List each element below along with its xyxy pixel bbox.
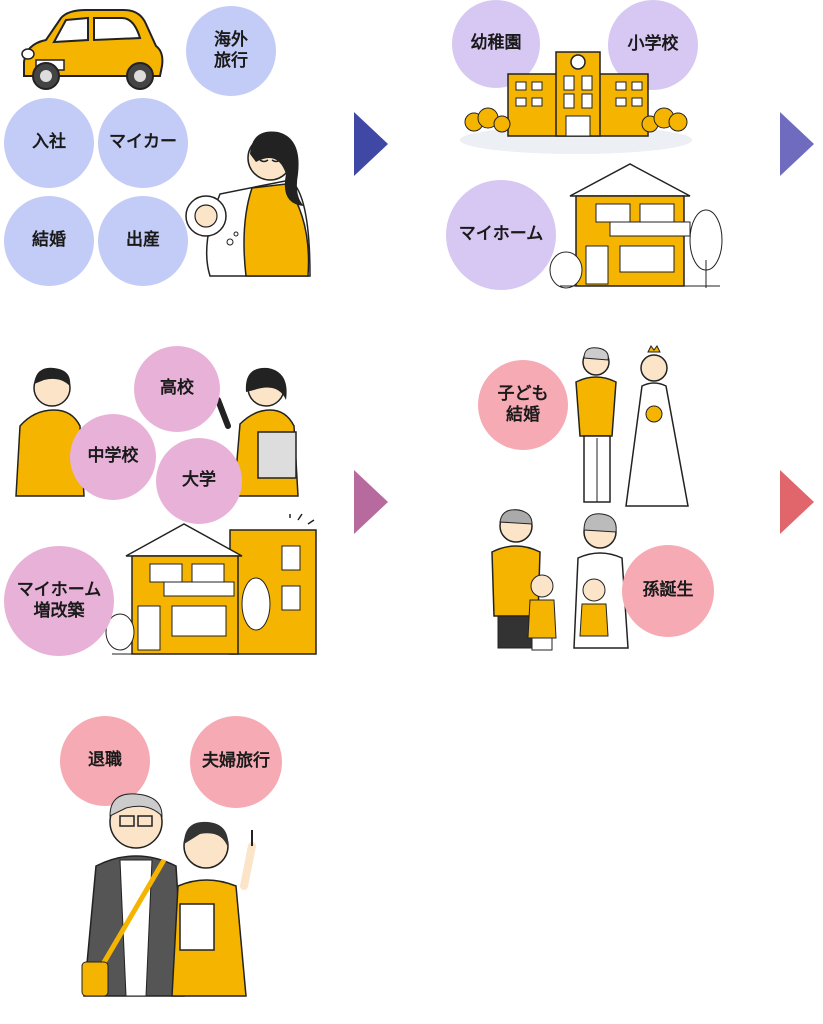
bubble-my-home: マイホーム	[446, 180, 556, 290]
bubble-childbirth: 出産	[98, 196, 188, 286]
bubble-high-school: 高校	[134, 346, 220, 432]
pregnant-woman-illustration	[185, 131, 311, 277]
bubble-overseas-trip: 海外 旅行	[186, 6, 276, 96]
arrow-stage-4	[780, 470, 814, 534]
bubble-elementary-school: 小学校	[608, 0, 698, 90]
bubble-child-marriage: 子ども 結婚	[478, 360, 568, 450]
students-illustration	[15, 367, 299, 497]
bubble-my-car: マイカー	[98, 98, 188, 188]
arrow-stage-1	[354, 112, 388, 176]
bubble-university: 大学	[156, 438, 242, 524]
grandparents-family-illustration	[491, 509, 629, 651]
car-illustration	[21, 9, 164, 90]
house-illustration	[549, 163, 723, 289]
arrow-stage-2	[780, 112, 814, 176]
bubble-couple-trip: 夫婦旅行	[190, 716, 282, 808]
wedding-couple-illustration	[575, 345, 689, 507]
bubble-home-renovation: マイホーム 増改築	[4, 546, 114, 656]
school-building-illustration	[460, 51, 692, 154]
bubble-junior-high: 中学校	[70, 414, 156, 500]
bubble-grandchild-birth: 孫誕生	[622, 545, 714, 637]
house-extension-illustration	[105, 513, 317, 655]
bubble-marriage: 結婚	[4, 196, 94, 286]
bubble-joining-company: 入社	[4, 98, 94, 188]
bubble-retirement: 退職	[60, 716, 150, 806]
retired-couple-illustration	[81, 793, 256, 997]
arrow-stage-3	[354, 470, 388, 534]
